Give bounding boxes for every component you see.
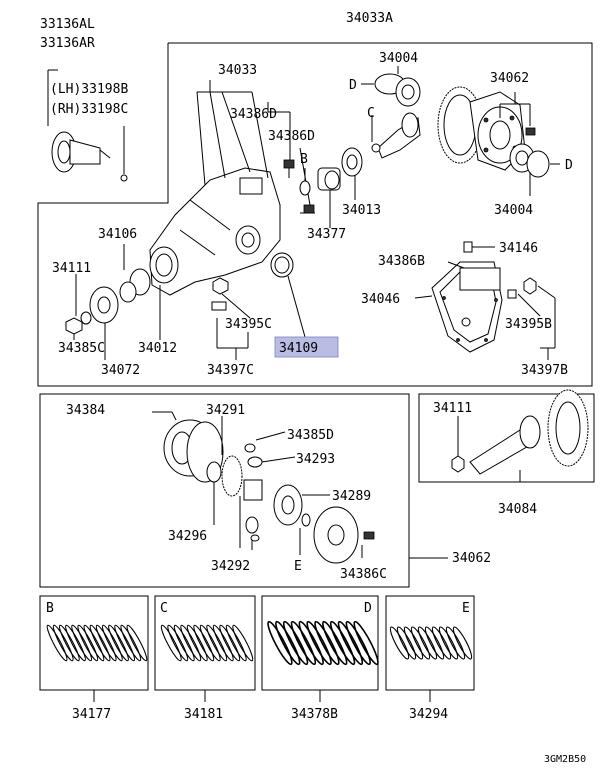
label-34106[interactable]: 34106 xyxy=(98,227,137,242)
label-34293[interactable]: 34293 xyxy=(296,452,335,467)
filler-plug-parts-drawing xyxy=(507,277,556,360)
label-d-right: D xyxy=(565,158,573,173)
carrier-housing-drawing xyxy=(149,80,281,296)
ring-pinion-set-drawing xyxy=(451,389,589,482)
collapsible-spacer-drawing xyxy=(324,170,356,200)
highlight-34109-box xyxy=(274,336,339,358)
spring-34378b-drawing xyxy=(267,620,379,702)
label-34013[interactable]: 34013 xyxy=(342,203,381,218)
label-34004-right[interactable]: 34004 xyxy=(494,203,533,218)
label-34378b[interactable]: 34378B xyxy=(291,707,338,722)
spring-34181-drawing xyxy=(160,624,254,702)
diagram-code: 3GM2B50 xyxy=(544,754,586,765)
label-34181[interactable]: 34181 xyxy=(184,707,223,722)
label-34033[interactable]: 34033 xyxy=(218,63,257,78)
label-34291[interactable]: 34291 xyxy=(206,403,245,418)
label-34084[interactable]: 34084 xyxy=(498,502,537,517)
label-34012[interactable]: 34012 xyxy=(138,341,177,356)
bearing-34004-top-drawing xyxy=(361,66,421,107)
label-33198b[interactable]: (LH)33198B xyxy=(50,82,128,97)
label-34111-right[interactable]: 34111 xyxy=(433,401,472,416)
label-34062-mid[interactable]: 34062 xyxy=(452,551,491,566)
spring-34294-drawing xyxy=(389,626,473,702)
label-34111[interactable]: 34111 xyxy=(52,261,91,276)
label-e-mid: E xyxy=(294,559,302,574)
label-34386d-b[interactable]: 34386D xyxy=(268,129,315,144)
label-34385c[interactable]: 34385C xyxy=(58,341,105,356)
spring-34177-drawing xyxy=(46,624,148,702)
pinion-frame xyxy=(418,393,595,483)
oil-seal-34109-drawing xyxy=(270,252,306,338)
spring-frame-b xyxy=(39,595,149,691)
label-34033a[interactable]: 34033A xyxy=(346,11,393,26)
differential-frame xyxy=(39,393,410,588)
label-34289[interactable]: 34289 xyxy=(332,489,371,504)
label-d-top: D xyxy=(349,78,357,93)
rear-cover-drawing xyxy=(414,241,503,353)
drain-plug-parts-drawing xyxy=(211,277,251,360)
upper-assembly-frame xyxy=(37,42,593,387)
bearing-34004-right-drawing xyxy=(509,143,560,196)
label-34177[interactable]: 34177 xyxy=(72,707,111,722)
label-34386c[interactable]: 34386C xyxy=(340,567,387,582)
drive-pinion-drawing xyxy=(317,112,421,228)
label-34385d[interactable]: 34385D xyxy=(287,428,334,443)
label-34294[interactable]: 34294 xyxy=(409,707,448,722)
spacer-b-drawing xyxy=(299,168,311,196)
label-34109[interactable]: 34109 xyxy=(279,341,318,356)
label-34296[interactable]: 34296 xyxy=(168,529,207,544)
label-34292[interactable]: 34292 xyxy=(211,559,250,574)
label-33136al[interactable]: 33136AL xyxy=(40,17,95,32)
label-34397c[interactable]: 34397C xyxy=(207,363,254,378)
label-box-d: D xyxy=(364,601,372,616)
differential-case-drawing xyxy=(152,411,448,564)
label-34395b[interactable]: 34395B xyxy=(505,317,552,332)
label-34384[interactable]: 34384 xyxy=(66,403,105,418)
label-34046[interactable]: 34046 xyxy=(361,292,400,307)
front-flange-parts-drawing xyxy=(65,244,161,360)
label-34377[interactable]: 34377 xyxy=(307,227,346,242)
ring-gear-drawing xyxy=(437,86,536,171)
label-34004-top[interactable]: 34004 xyxy=(379,51,418,66)
label-34397b[interactable]: 34397B xyxy=(521,363,568,378)
label-b-top: B xyxy=(300,152,308,167)
label-box-b: B xyxy=(46,601,54,616)
label-33198c[interactable]: (RH)33198C xyxy=(50,102,128,117)
label-box-e: E xyxy=(462,601,470,616)
label-box-c: C xyxy=(160,601,168,616)
label-34072[interactable]: 34072 xyxy=(101,363,140,378)
label-34386d-a[interactable]: 34386D xyxy=(230,107,277,122)
label-34062-top[interactable]: 34062 xyxy=(490,71,529,86)
label-34395c[interactable]: 34395C xyxy=(225,317,272,332)
label-34386b[interactable]: 34386B xyxy=(378,254,425,269)
label-34146[interactable]: 34146 xyxy=(499,241,538,256)
companion-flange-drawing xyxy=(47,69,128,182)
label-c-top: C xyxy=(367,106,375,121)
label-33136ar[interactable]: 33136AR xyxy=(40,36,95,51)
